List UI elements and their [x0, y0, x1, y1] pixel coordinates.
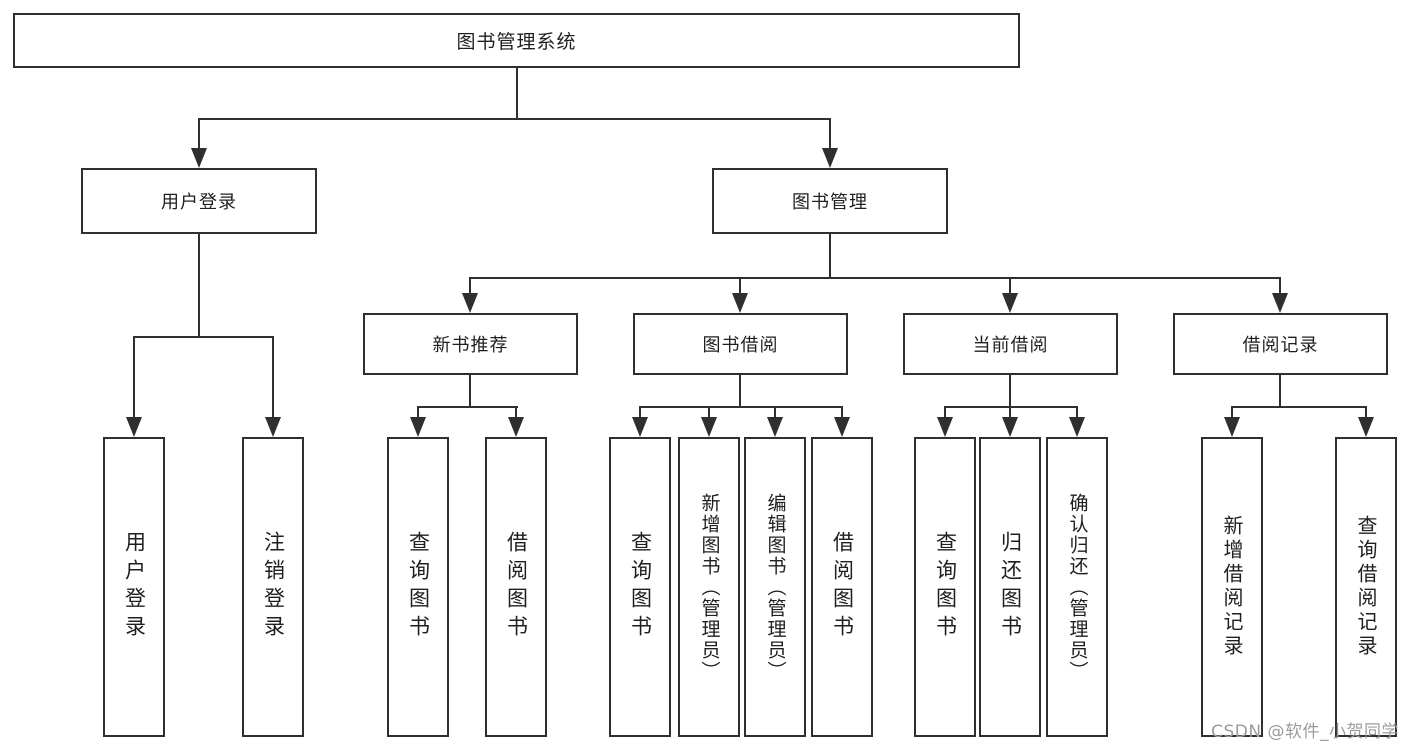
arrow-new-book-rec — [462, 293, 478, 313]
connector-root-stem — [516, 68, 518, 119]
leaf-logout-label: 注销登录 — [261, 531, 286, 643]
leaf-user-login-label: 用户登录 — [122, 531, 147, 643]
leaf-nbr-borrow-books: 借阅图书 — [485, 437, 547, 737]
connector-stem-cb-return — [1009, 406, 1011, 418]
node-user-login-label: 用户登录 — [161, 192, 237, 213]
leaf-bb-query-books: 查询图书 — [609, 437, 671, 737]
connector-stem-new-book-rec — [469, 277, 471, 294]
arrow-ul-login — [126, 417, 142, 437]
connector-stem-book-mgmt — [829, 118, 831, 150]
arrow-current-borrow — [1002, 293, 1018, 313]
arrow-nbr-borrow — [508, 417, 524, 437]
connector-root-split — [198, 118, 831, 120]
connector-book-mgmt-split — [469, 277, 1281, 279]
leaf-bb-edit-books: 编辑图书（管理员） — [744, 437, 806, 737]
leaf-br-add-record-label: 新增借阅记录 — [1220, 515, 1244, 659]
leaf-bb-borrow-books-label: 借阅图书 — [830, 531, 855, 643]
arrow-bb-edit — [767, 417, 783, 437]
connector-stem-ul-login — [133, 336, 135, 418]
arrow-nbr-query — [410, 417, 426, 437]
connector-stem-bb-query — [639, 406, 641, 418]
connector-stem-bb-edit — [774, 406, 776, 418]
connector-cb-stem — [1009, 375, 1011, 408]
connector-stem-br-query — [1365, 406, 1367, 418]
leaf-cb-query-books-label: 查询图书 — [933, 531, 958, 643]
node-new-book-rec-label: 新书推荐 — [432, 335, 509, 356]
connector-stem-book-borrow — [739, 277, 741, 294]
leaf-nbr-borrow-books-label: 借阅图书 — [504, 531, 529, 643]
connector-stem-cb-query — [944, 406, 946, 418]
node-current-borrow-label: 当前借阅 — [972, 335, 1049, 356]
node-system-label: 图书管理系统 — [456, 31, 577, 53]
arrow-ul-logout — [265, 417, 281, 437]
connector-stem-borrow-record — [1279, 277, 1281, 294]
connector-stem-user-login — [198, 118, 200, 150]
arrow-br-add — [1224, 417, 1240, 437]
leaf-cb-return-books-label: 归还图书 — [998, 531, 1023, 643]
leaf-nbr-query-books: 查询图书 — [387, 437, 449, 737]
connector-nbr-stem — [469, 375, 471, 408]
connector-br-split — [1231, 406, 1367, 408]
arrow-bb-add — [701, 417, 717, 437]
connector-cb-split — [944, 406, 1078, 408]
node-book-mgmt-label: 图书管理 — [792, 192, 868, 213]
leaf-bb-add-books: 新增图书（管理员） — [678, 437, 740, 737]
connector-book-mgmt-stem — [829, 234, 831, 279]
leaf-logout: 注销登录 — [242, 437, 304, 737]
csdn-watermark: CSDN @软件_小贺同学 — [1211, 722, 1399, 742]
leaf-br-query-record-label: 查询借阅记录 — [1354, 515, 1378, 659]
node-borrow-record: 借阅记录 — [1173, 313, 1388, 375]
leaf-cb-query-books: 查询图书 — [914, 437, 976, 737]
node-book-borrow-label: 图书借阅 — [702, 335, 779, 356]
connector-br-stem — [1279, 375, 1281, 408]
arrow-cb-query — [937, 417, 953, 437]
connector-bb-split — [639, 406, 843, 408]
node-book-borrow: 图书借阅 — [633, 313, 848, 375]
leaf-cb-return-books: 归还图书 — [979, 437, 1041, 737]
leaf-br-add-record: 新增借阅记录 — [1201, 437, 1263, 737]
connector-stem-bb-borrow — [841, 406, 843, 418]
leaf-bb-add-books-label: 新增图书（管理员） — [698, 492, 721, 682]
connector-user-login-stem — [198, 234, 200, 337]
leaf-cb-confirm-return: 确认归还（管理员） — [1046, 437, 1108, 737]
node-system: 图书管理系统 — [13, 13, 1020, 68]
connector-user-login-split — [133, 336, 274, 338]
leaf-cb-confirm-return-label: 确认归还（管理员） — [1066, 492, 1089, 682]
connector-stem-bb-add — [708, 406, 710, 418]
arrow-bb-borrow — [834, 417, 850, 437]
arrow-cb-return — [1002, 417, 1018, 437]
leaf-br-query-record: 查询借阅记录 — [1335, 437, 1397, 737]
node-borrow-record-label: 借阅记录 — [1242, 335, 1319, 356]
arrow-user-login — [191, 148, 207, 168]
leaf-nbr-query-books-label: 查询图书 — [406, 531, 431, 643]
node-book-mgmt: 图书管理 — [712, 168, 948, 234]
leaf-user-login: 用户登录 — [103, 437, 165, 737]
connector-stem-nbr-borrow — [515, 406, 517, 418]
arrow-book-mgmt — [822, 148, 838, 168]
connector-bb-stem — [739, 375, 741, 408]
connector-stem-nbr-query — [417, 406, 419, 418]
leaf-bb-borrow-books: 借阅图书 — [811, 437, 873, 737]
arrow-borrow-record — [1272, 293, 1288, 313]
leaf-bb-edit-books-label: 编辑图书（管理员） — [764, 492, 787, 682]
arrow-br-query — [1358, 417, 1374, 437]
node-new-book-rec: 新书推荐 — [363, 313, 578, 375]
arrow-book-borrow — [732, 293, 748, 313]
connector-stem-current-borrow — [1009, 277, 1011, 294]
node-current-borrow: 当前借阅 — [903, 313, 1118, 375]
leaf-bb-query-books-label: 查询图书 — [628, 531, 653, 643]
arrow-bb-query — [632, 417, 648, 437]
connector-stem-br-add — [1231, 406, 1233, 418]
arrow-cb-confirm — [1069, 417, 1085, 437]
connector-nbr-split — [417, 406, 518, 408]
node-user-login: 用户登录 — [81, 168, 317, 234]
connector-stem-ul-logout — [272, 336, 274, 418]
connector-stem-cb-confirm — [1076, 406, 1078, 418]
